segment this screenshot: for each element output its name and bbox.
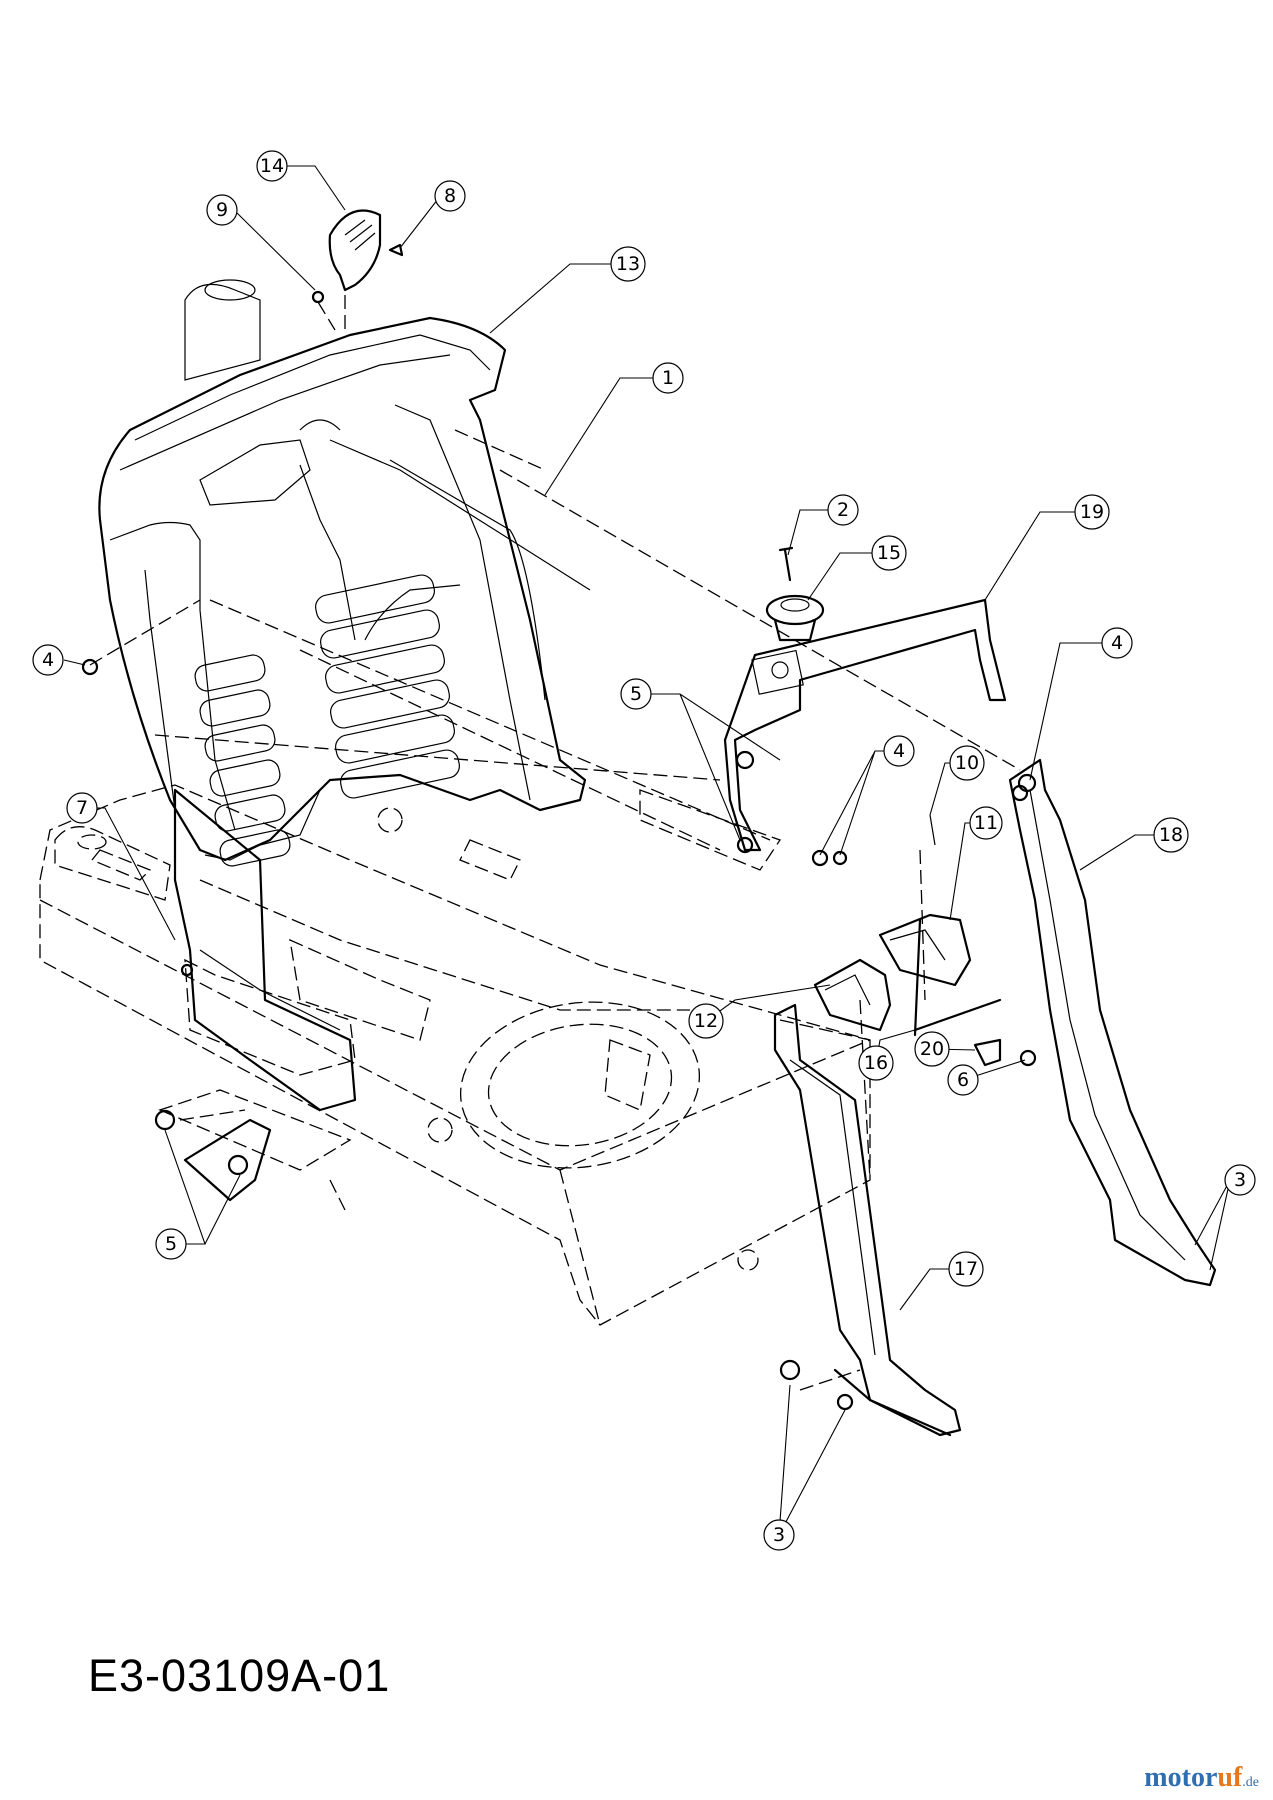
callout-20: 20 (914, 1031, 950, 1067)
callout-4-right: 4 (1101, 627, 1133, 659)
callout-2: 2 (827, 494, 859, 526)
callout-5-lower: 5 (155, 1228, 187, 1260)
left-support-bracket (173, 788, 357, 1202)
part-callouts: 14 9 8 13 1 2 15 19 4 4 5 4 10 11 18 7 1… (32, 150, 1256, 1551)
callout-14: 14 (256, 150, 288, 182)
callout-15: 15 (871, 535, 907, 571)
callout-leaders (63, 165, 1240, 1536)
svg-text:8: 8 (444, 185, 456, 207)
callout-7: 7 (66, 792, 98, 824)
svg-text:4: 4 (42, 649, 54, 671)
callout-19: 19 (1074, 494, 1110, 530)
svg-text:7: 7 (76, 797, 88, 819)
callout-3-right: 3 (1224, 1164, 1256, 1196)
callout-16: 16 (858, 1045, 894, 1081)
drawing-number: E3-03109A-01 (88, 1650, 391, 1701)
callout-8: 8 (434, 180, 466, 212)
callout-5-upper: 5 (620, 678, 652, 710)
svg-text:14: 14 (260, 155, 284, 177)
svg-text:12: 12 (694, 1010, 718, 1032)
brand-watermark: motoruf.de (1144, 1762, 1259, 1794)
top-crossbar-bracket-19 (723, 598, 1007, 852)
callout-13: 13 (610, 246, 646, 282)
fender-seat-pan (98, 279, 591, 867)
svg-text:10: 10 (955, 752, 979, 774)
right-leg-bracket-18 (1008, 758, 1217, 1287)
callout-10: 10 (949, 745, 985, 781)
svg-text:11: 11 (974, 812, 998, 834)
svg-text:20: 20 (920, 1038, 944, 1060)
svg-text:5: 5 (165, 1233, 177, 1255)
callout-18: 18 (1153, 817, 1189, 853)
svg-text:2: 2 (837, 499, 849, 521)
svg-text:5: 5 (630, 683, 642, 705)
svg-text:4: 4 (893, 740, 905, 762)
callout-11: 11 (969, 806, 1003, 840)
brand-part-2: uf (1217, 1762, 1243, 1793)
svg-text:19: 19 (1080, 501, 1104, 523)
svg-text:16: 16 (864, 1052, 888, 1074)
svg-text:18: 18 (1159, 824, 1183, 846)
brand-tld: .de (1242, 1775, 1259, 1790)
svg-text:9: 9 (216, 199, 228, 221)
svg-text:15: 15 (877, 542, 901, 564)
svg-text:17: 17 (954, 1258, 978, 1280)
svg-text:1: 1 (662, 367, 674, 389)
shift-knob-assembly (311, 209, 404, 331)
chassis-frame (39, 784, 871, 1326)
callout-6: 6 (947, 1064, 979, 1096)
grommet-and-screw (765, 546, 825, 642)
svg-text:4: 4 (1111, 632, 1123, 654)
seat-vent-slots (194, 574, 460, 867)
assembly-guide-lines (89, 429, 1021, 1391)
callout-9: 9 (206, 194, 238, 226)
callout-17: 17 (948, 1251, 984, 1287)
callout-4-left: 4 (32, 644, 64, 676)
brand-part-1: motor (1144, 1762, 1218, 1793)
svg-text:3: 3 (773, 1524, 785, 1546)
callout-4-center: 4 (883, 735, 915, 767)
svg-text:6: 6 (957, 1069, 969, 1091)
callout-1: 1 (652, 362, 684, 394)
hinge-brackets-11-12 (813, 814, 1037, 1067)
callout-12: 12 (688, 1003, 724, 1039)
svg-text:3: 3 (1234, 1169, 1246, 1191)
svg-text:13: 13 (616, 253, 640, 275)
left-leg-bracket-17 (773, 1003, 962, 1437)
callout-3-bottom: 3 (763, 1519, 795, 1551)
bolts (81, 658, 854, 1411)
